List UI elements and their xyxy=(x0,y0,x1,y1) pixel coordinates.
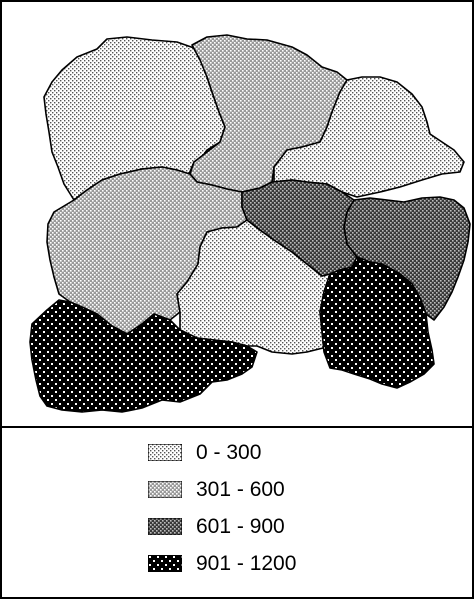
legend-item-2: 601 - 900 xyxy=(148,512,448,542)
region-southwest[interactable] xyxy=(29,299,258,413)
map-legend: 0 - 300 301 - 600 601 - 900 901 - 1200 xyxy=(148,438,448,586)
legend-item-0: 0 - 300 xyxy=(148,438,448,468)
legend-label-3: 901 - 1200 xyxy=(196,552,297,575)
legend-divider xyxy=(2,426,474,428)
legend-swatch-1 xyxy=(148,481,182,498)
legend-swatch-0 xyxy=(148,444,182,461)
legend-swatch-2 xyxy=(148,518,182,535)
legend-item-1: 301 - 600 xyxy=(148,475,448,505)
legend-label-2: 601 - 900 xyxy=(196,515,285,538)
legend-swatch-3 xyxy=(148,555,182,572)
legend-label-1: 301 - 600 xyxy=(196,478,285,501)
region-southeast[interactable] xyxy=(319,256,435,389)
legend-label-0: 0 - 300 xyxy=(196,441,262,464)
region-northeast[interactable] xyxy=(273,76,465,198)
choropleth-map xyxy=(29,34,471,413)
legend-item-3: 901 - 1200 xyxy=(148,549,448,579)
